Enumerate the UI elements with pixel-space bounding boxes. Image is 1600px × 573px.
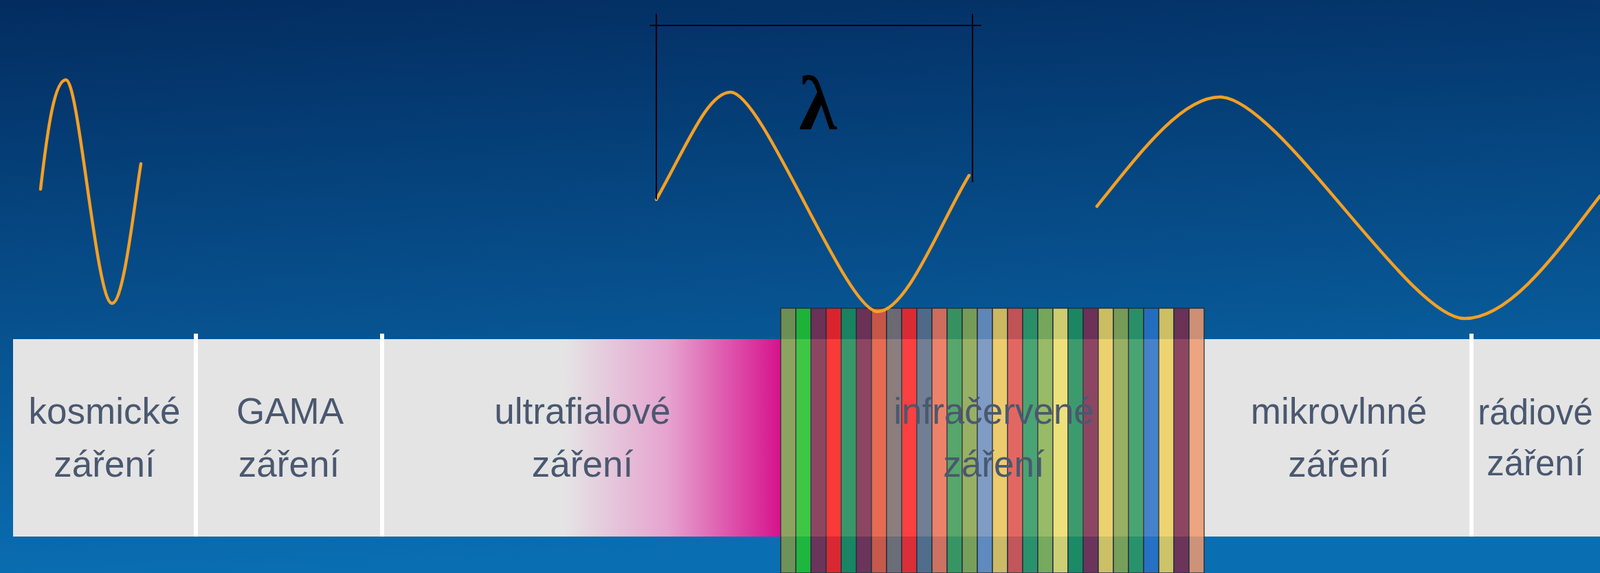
ir-stripe [871,307,887,573]
ir-stripe [1022,307,1038,573]
ir-stripe [1189,307,1205,573]
ir-stripe [1143,307,1159,573]
ir-stripe [947,307,963,573]
ir-stripe [1052,307,1069,573]
ir-stripe [1098,307,1114,573]
uv-band: ultrafialové záření [385,338,780,537]
band-label: ultrafialové záření [494,384,671,491]
bracket-line [655,13,658,200]
ir-stripe [1158,307,1174,573]
ir-stripe [992,307,1008,573]
ir-stripe [1113,307,1129,573]
wavelength-bracket [649,13,982,200]
ir-stripe [856,307,872,573]
wave [40,79,141,304]
ir-stripe [977,307,993,573]
microwave-band: mikrovlnné záření [1209,338,1469,537]
band-divider [1469,333,1474,537]
band-divider [193,333,198,537]
band-label: rádiové záření [1477,386,1593,489]
ir-stripe [795,307,811,573]
ir-stripe [962,307,978,573]
ir-stripe [841,307,857,573]
radio-band: rádiové záření [1474,338,1596,537]
ir-stripes [780,307,1205,573]
band-label: mikrovlnné záření [1250,384,1427,491]
ir-stripe [1083,307,1099,573]
wavelength-symbol: λ [798,64,837,142]
ir-stripe [1007,307,1023,573]
uv-gradient [381,338,781,537]
ir-stripe [826,307,842,573]
ir-stripe [931,307,948,573]
bracket-line [649,24,982,27]
ir-stripe [1037,307,1053,573]
band-label: kosmické záření [28,384,181,491]
ir-stripe [1128,307,1144,573]
ir-stripe [916,307,932,573]
ir-stripe [810,307,827,573]
ir-stripe [1173,307,1190,573]
ir-stripe [886,307,902,573]
wave [1096,96,1600,319]
band-label: GAMA záření [236,384,342,491]
band-label: infračervené záření [893,384,1095,491]
ir-stripe [901,307,917,573]
bracket-line [971,13,974,183]
ir-stripe [1068,307,1084,573]
cosmic-band: kosmické záření [16,338,193,537]
gamma-band: GAMA záření [199,338,379,537]
band-divider [380,333,385,537]
ir-stripe [780,307,796,573]
ir-band: infračervené záření [782,338,1206,537]
